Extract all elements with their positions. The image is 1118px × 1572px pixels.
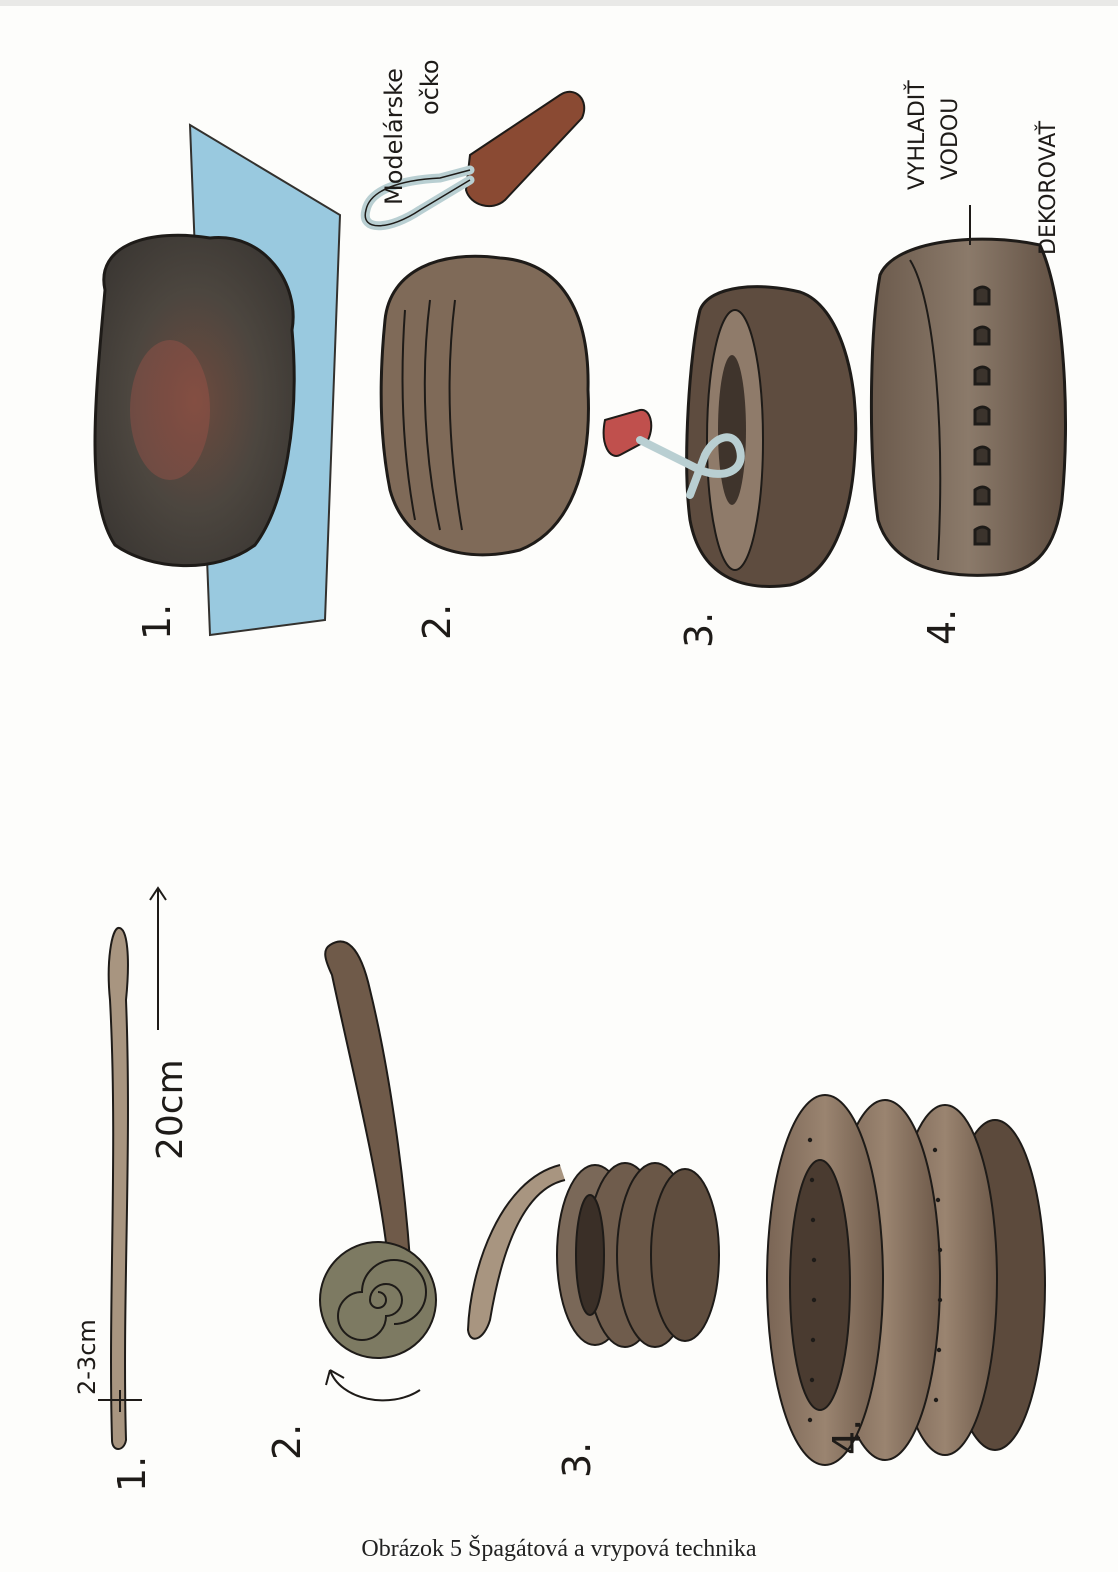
coil-width-label: 2-3cm	[73, 1319, 101, 1395]
clay-coil-tail	[325, 941, 410, 1280]
bottom-step-2-group	[320, 941, 436, 1400]
clay-spiral-disc	[320, 1242, 436, 1358]
modeling-tool-label-1: Modelárske	[380, 68, 408, 205]
top-step-4-number: 4.	[920, 609, 964, 645]
note-water-label: VODOU	[938, 98, 963, 180]
hollowing-tool-handle	[604, 410, 652, 456]
width-marker	[98, 1390, 142, 1412]
top-step-2-number: 2.	[415, 604, 459, 640]
coil-vessel-large	[767, 1095, 1045, 1465]
modeling-tool-label-2: očko	[416, 59, 444, 115]
modeling-tool-handle	[466, 92, 584, 206]
top-step-1-number: 1.	[135, 604, 179, 640]
note-decorate-label: DEKOROVAŤ	[1035, 120, 1061, 255]
figure-caption: Obrázok 5 Špagátová a vrypová technika	[0, 1536, 1118, 1563]
bottom-step-3-group	[468, 1163, 719, 1347]
clay-ball-pressed	[381, 256, 588, 555]
note-smooth-label: VYHLADIŤ	[904, 80, 930, 190]
clay-lump-highlight	[130, 340, 210, 480]
top-step-3-group	[604, 287, 856, 587]
hollowed-pot-inner	[718, 355, 746, 505]
coil-stack-small	[557, 1163, 719, 1347]
top-step-4-group	[871, 205, 1065, 575]
top-step-3-number: 3.	[677, 612, 721, 648]
length-arrow	[150, 888, 166, 1030]
bottom-step-1-group	[98, 888, 166, 1449]
bottom-step-3-number: 3.	[555, 1442, 599, 1478]
finished-bowl	[871, 239, 1065, 575]
coil-length-label: 20cm	[150, 1059, 191, 1160]
clay-coil-rope	[109, 928, 128, 1449]
bottom-step-2-number: 2.	[265, 1424, 309, 1460]
bottom-step-4-group	[767, 1095, 1045, 1465]
bottom-step-1-number: 1.	[110, 1456, 154, 1492]
bottom-step-4-number: 4.	[825, 1419, 869, 1455]
coil-loose-end	[468, 1165, 565, 1339]
top-step-1-group	[95, 125, 340, 635]
rotation-arrow	[326, 1370, 420, 1400]
